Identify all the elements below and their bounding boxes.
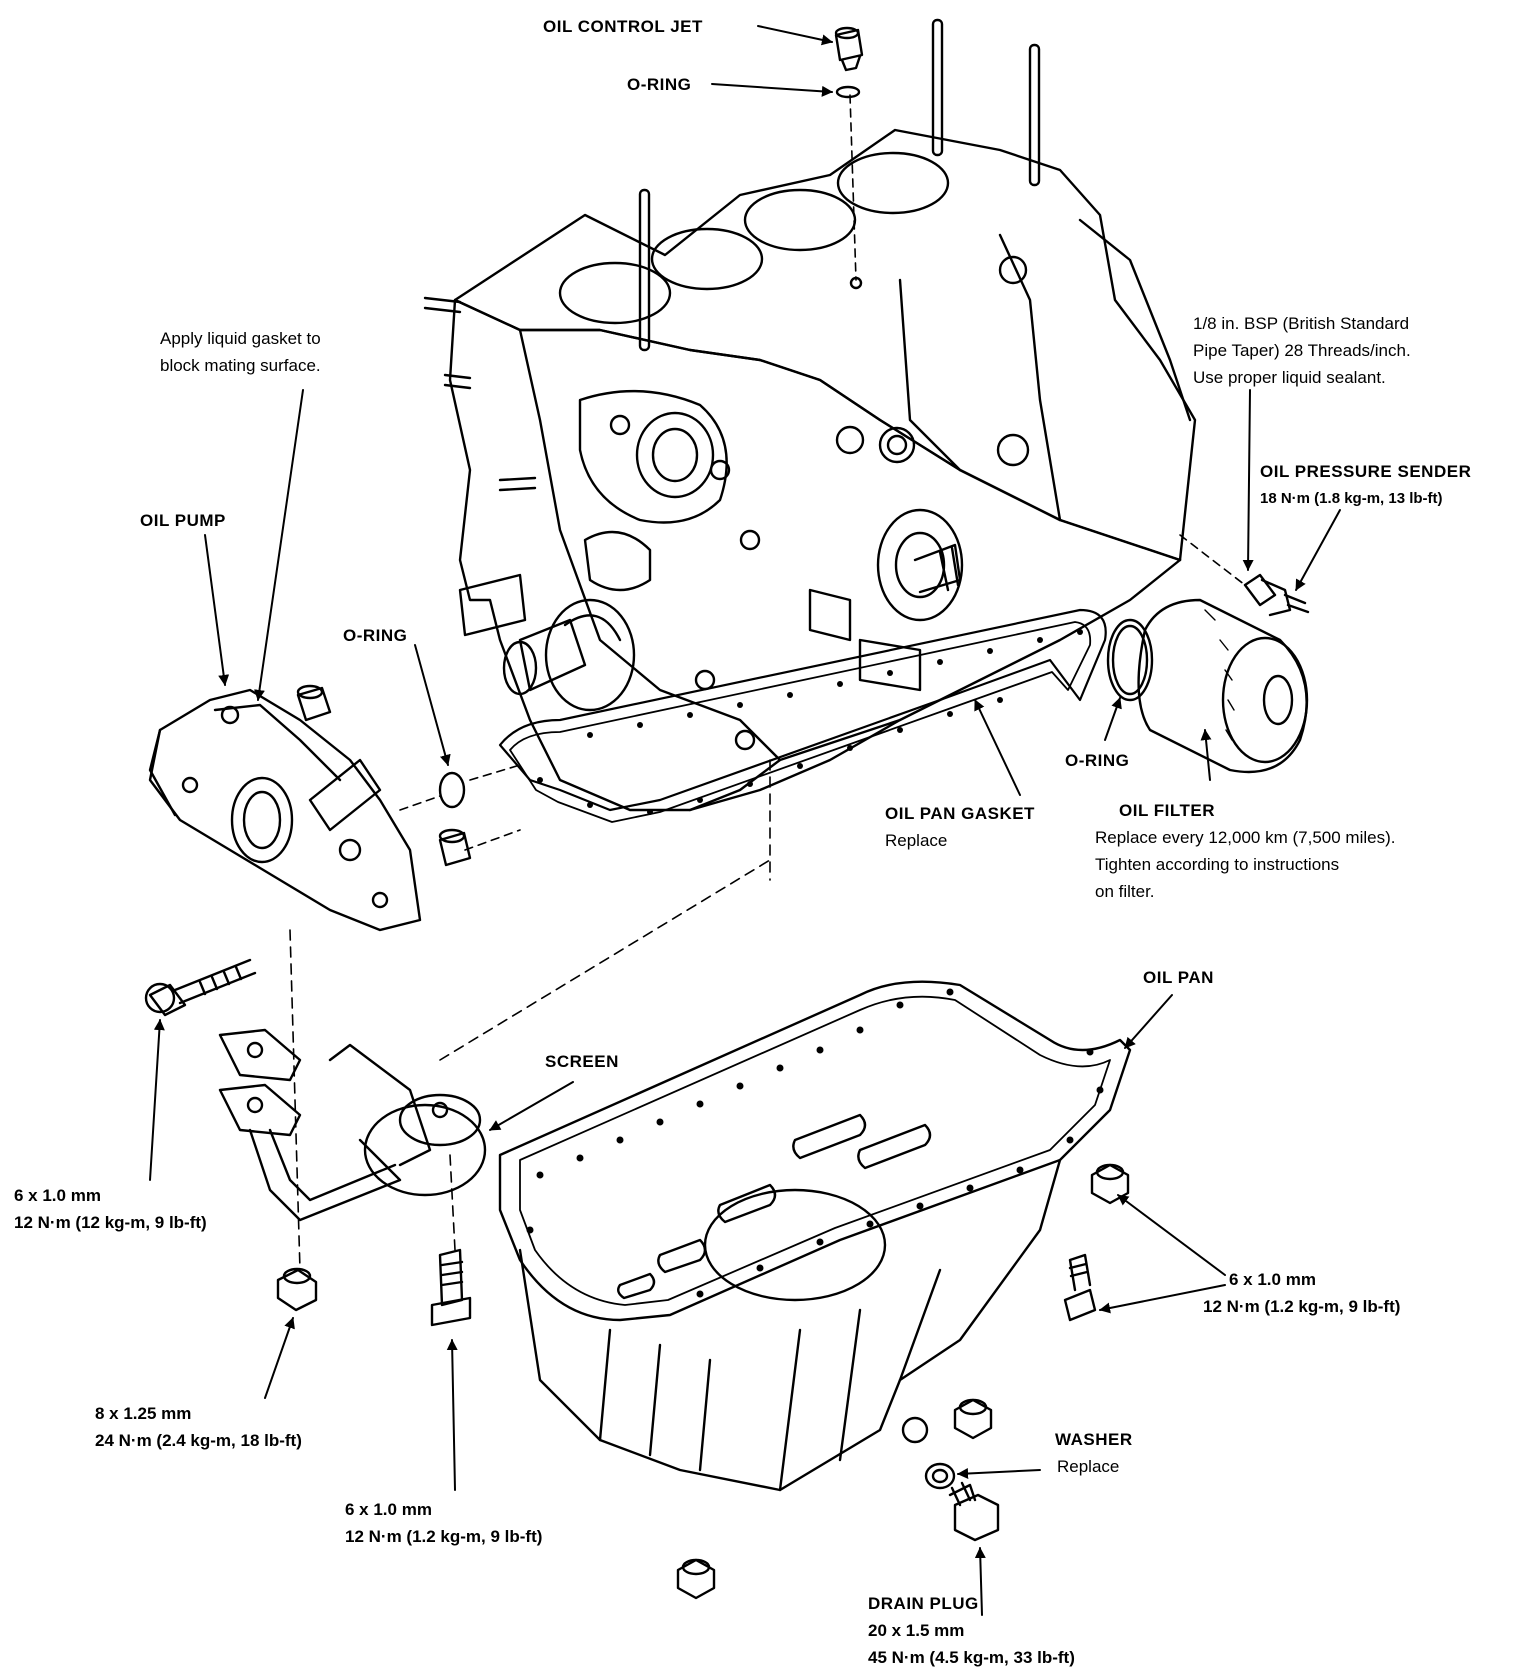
label-nut-left: 8 x 1.25 mm 24 N·m (2.4 kg-m, 18 lb-ft): [95, 1404, 302, 1450]
nut-pan-bottom: [953, 1398, 993, 1440]
cylinder-bore-3: [743, 188, 857, 252]
label-oil-filter: OIL FILTER Replace every 12,000 km (7,50…: [1095, 801, 1396, 901]
bolt-right: [1063, 1253, 1097, 1322]
crankshaft-end: [502, 598, 636, 712]
label-bolt-right: 6 x 1.0 mm 12 N·m (1.2 kg-m, 9 lb-ft): [1203, 1270, 1401, 1316]
bolt-pump: [144, 958, 257, 1017]
block-deck: [453, 128, 1197, 562]
nut-pan-lower-left: [676, 1558, 716, 1600]
oil-pan-gasket: [498, 608, 1107, 823]
cylinder-bore-2: [650, 227, 764, 291]
label-oil-control-jet: OIL CONTROL JET: [543, 17, 703, 36]
engine-block: [423, 18, 1197, 812]
nut-right-top: [1090, 1163, 1130, 1205]
label-screen: SCREEN: [545, 1052, 619, 1071]
oil-pressure-sender: [1179, 534, 1310, 617]
label-bolt-pump: 6 x 1.0 mm 12 N·m (12 kg-m, 9 lb-ft): [14, 1186, 207, 1232]
label-o-ring-pump: O-RING: [343, 626, 408, 645]
o-ring-filter: [1106, 618, 1154, 702]
leader-lines: [149, 25, 1341, 1616]
label-drain-plug: DRAIN PLUG 20 x 1.5 mm 45 N·m (4.5 kg-m,…: [868, 1594, 1075, 1667]
cylinder-bore-4: [836, 151, 950, 215]
dowel-pins: [296, 684, 472, 867]
oil-pump: [148, 688, 422, 932]
label-oil-pressure-sender: OIL PRESSURE SENDER 18 N·m (1.8 kg-m, 13…: [1260, 462, 1472, 507]
drain-plug: [948, 1481, 1000, 1542]
oil-filter-mount: [876, 508, 964, 622]
head-studs: [638, 18, 1041, 352]
o-ring-top: [835, 85, 861, 99]
label-bolt-center: 6 x 1.0 mm 12 N·m (1.2 kg-m, 9 lb-ft): [345, 1500, 543, 1546]
washer: [924, 1462, 956, 1490]
label-oil-pan-gasket: OIL PAN GASKET Replace: [885, 804, 1035, 850]
nut-left: [276, 1267, 318, 1312]
label-liquid-gasket-note: Apply liquid gasket to block mating surf…: [160, 329, 321, 375]
oil-pan: [498, 980, 1132, 1492]
oil-screen: [218, 1028, 487, 1222]
oil-control-jet: [834, 26, 864, 72]
label-oil-pan: OIL PAN: [1143, 968, 1214, 987]
oil-filter: [1137, 598, 1309, 774]
block-front-face: [448, 298, 782, 812]
label-bsp-note: 1/8 in. BSP (British Standard Pipe Taper…: [1193, 314, 1411, 387]
label-o-ring-top: O-RING: [627, 75, 692, 94]
cylinder-bore-1: [558, 261, 672, 325]
label-washer: WASHER Replace: [1055, 1430, 1133, 1476]
label-o-ring-filter: O-RING: [1065, 751, 1130, 770]
o-ring-pump: [438, 771, 466, 809]
label-oil-pump: OIL PUMP: [140, 511, 226, 530]
bolt-center: [430, 1248, 472, 1327]
